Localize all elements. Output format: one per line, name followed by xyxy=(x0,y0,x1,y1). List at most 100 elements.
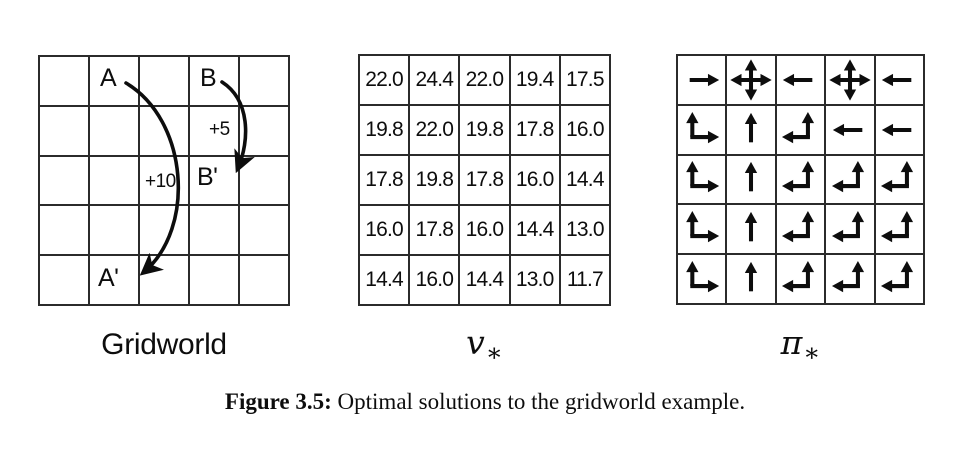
gridworld-cell xyxy=(240,106,290,157)
gridworld-cell xyxy=(240,156,290,207)
value-cell: 14.4 xyxy=(560,156,611,206)
value-text: 17.8 xyxy=(515,118,554,141)
gridworld-cell xyxy=(140,256,190,306)
policy-arrow-left-icon xyxy=(882,123,912,136)
value-text: 13.0 xyxy=(566,218,604,241)
policy-arrow-left-icon xyxy=(832,123,863,136)
value-cell: 19.8 xyxy=(410,156,461,206)
gridworld-state-label-a-prime: A' xyxy=(98,264,119,292)
value-text: 16.0 xyxy=(415,268,454,291)
policy-cell xyxy=(727,155,777,206)
gridworld-reward-label-plus-ten: +10 xyxy=(145,171,176,192)
policy-arrow-left-up-icon xyxy=(881,161,914,193)
gridworld-cell xyxy=(140,206,190,257)
value-text: 22.0 xyxy=(365,68,403,91)
policy-cell xyxy=(678,155,728,206)
policy-arrow-left-up-icon xyxy=(881,211,914,243)
value-cell: 17.8 xyxy=(360,156,411,206)
gridworld-cell xyxy=(140,57,190,107)
policy-arrow-left-up-icon xyxy=(782,161,815,193)
policy-cell xyxy=(678,56,728,106)
value-text: 19.8 xyxy=(365,118,403,141)
gridworld-reward-label-plus-five: +5 xyxy=(209,119,230,140)
value-text: 24.4 xyxy=(415,68,454,91)
policy-cell xyxy=(678,105,728,156)
policy-arrow-up-right-icon xyxy=(685,211,719,243)
value-cell: 22.0 xyxy=(410,106,461,156)
policy-cell xyxy=(776,155,827,206)
policy-cell xyxy=(826,255,876,305)
gridworld-cell xyxy=(240,256,290,306)
value-cell: 22.0 xyxy=(360,56,411,106)
value-cell: 13.0 xyxy=(560,206,611,256)
policy-cell xyxy=(826,56,876,106)
policy-cell xyxy=(776,56,827,106)
policy-cell xyxy=(678,255,728,305)
value-text: 17.8 xyxy=(465,168,504,191)
optimal-policy-grid xyxy=(676,54,925,305)
gridworld-cell xyxy=(90,256,140,306)
policy-cell xyxy=(875,205,925,256)
value-cell: 14.4 xyxy=(460,256,511,306)
gridworld-cell xyxy=(90,106,140,157)
value-text: 19.4 xyxy=(515,68,554,91)
gridworld-cell xyxy=(190,206,240,257)
policy-cell xyxy=(875,155,925,206)
gridworld-cell xyxy=(90,156,140,207)
policy-arrow-up-icon xyxy=(744,212,758,242)
figure-number: Figure 3.5: xyxy=(224,389,332,414)
value-cell: 16.0 xyxy=(360,206,411,256)
value-text: 17.8 xyxy=(415,218,454,241)
gridworld-state-label-b-prime: B' xyxy=(197,163,218,191)
value-cell: 13.0 xyxy=(510,256,561,306)
policy-cell xyxy=(875,56,925,106)
value-cell: 17.8 xyxy=(510,106,561,156)
v-symbol: v xyxy=(466,323,485,362)
gridworld-cell xyxy=(40,106,90,157)
value-text: 19.8 xyxy=(465,118,504,141)
gridworld-cell xyxy=(190,256,240,306)
pi-symbol: π xyxy=(780,323,803,362)
policy-cell xyxy=(826,105,876,156)
policy-cell xyxy=(776,255,827,305)
value-text: 14.4 xyxy=(365,268,403,291)
policy-cell xyxy=(875,255,925,305)
value-text: 17.5 xyxy=(566,68,604,91)
value-text: 11.7 xyxy=(566,268,604,291)
value-text: 16.0 xyxy=(465,218,504,241)
value-cell: 19.8 xyxy=(460,106,511,156)
gridworld-cell xyxy=(40,57,90,107)
policy-arrow-left-icon xyxy=(783,73,813,87)
value-cell: 16.0 xyxy=(560,106,611,156)
value-cell: 14.4 xyxy=(360,256,411,306)
policy-cell xyxy=(826,205,876,256)
policy-arrow-left-up-icon xyxy=(782,261,815,293)
policy-cell xyxy=(727,205,777,256)
optimal-value-grid: 22.0 24.4 22.0 19.4 17.5 19.8 22.0 19.8 … xyxy=(358,54,611,306)
policy-arrow-all-icon xyxy=(829,59,871,101)
value-cell: 11.7 xyxy=(560,256,611,306)
pi-star-subscript: ∗ xyxy=(803,338,821,367)
policy-cell xyxy=(727,255,777,305)
policy-arrow-left-up-icon xyxy=(782,211,815,243)
policy-arrow-left-up-icon xyxy=(831,261,864,293)
policy-cell xyxy=(727,105,777,156)
policy-arrow-up-right-icon xyxy=(685,161,719,193)
gridworld-cell xyxy=(240,206,290,257)
value-text: 14.4 xyxy=(515,218,554,241)
policy-arrow-up-icon xyxy=(744,261,758,292)
policy-arrow-left-up-icon xyxy=(782,111,815,143)
policy-arrow-left-up-icon xyxy=(831,211,864,243)
policy-cell xyxy=(776,105,827,156)
gridworld-cell xyxy=(140,106,190,157)
value-cell: 17.5 xyxy=(560,56,611,106)
value-text: 22.0 xyxy=(415,118,454,141)
value-text: 19.8 xyxy=(415,168,454,191)
panel-caption-v-star: v∗ xyxy=(358,326,611,365)
value-text: 17.8 xyxy=(365,168,403,191)
policy-cell xyxy=(875,105,925,156)
figure-caption-text: Optimal solutions to the gridworld examp… xyxy=(337,389,746,414)
gridworld-cell xyxy=(90,206,140,257)
panel-caption-pi-star: π∗ xyxy=(676,326,925,365)
